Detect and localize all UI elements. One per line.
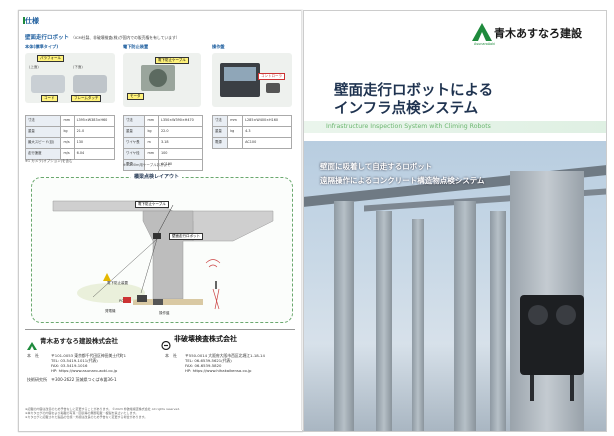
bridge-pillar — [376, 211, 392, 431]
footnotes: ※記載の内容は改善のため予告なしに変更することがあります。 ©2023 非破壊検… — [25, 407, 181, 420]
robot-body-photo: (上面) (下面) パラフォール コード フレームタッチ — [25, 53, 115, 103]
company1-address: 〒101-0053 東京都千代田区神田美土代町1 TEL: 03-5419-10… — [51, 353, 127, 373]
safety-device-photo: 電下防止ケーブル モータ — [123, 53, 201, 107]
robot-heading-text: 壁面走行ロボット — [25, 35, 70, 41]
col3-title: 操作盤 — [212, 44, 225, 49]
brand-sub: AsunaroAoki — [474, 42, 496, 46]
robot-callout: 壁面走行ロボット — [169, 233, 203, 240]
footer-rule — [25, 329, 295, 330]
generator-callout: 発電機 — [105, 309, 116, 313]
motor-label: モータ — [127, 93, 144, 100]
robot-heading: 壁面走行ロボット （ICM社製、非破壊検査(株)が国内での販売権を有しています） — [25, 33, 180, 41]
robot-image — [520, 295, 584, 405]
company1-label: 本 社 — [27, 353, 39, 358]
col2-title: 電下防止装置 — [123, 44, 149, 49]
safety-cable-label: 電下防止ケーブル — [155, 57, 189, 64]
subtitle-en: Infrastructure Inspection System with Cl… — [326, 123, 491, 130]
company1-lab-label: 技術研究所 — [27, 377, 47, 382]
tripod-icon — [212, 281, 220, 310]
cover-page: 青木あすなろ建設 AsunaroAoki 壁面走行ロボットによる インフラ点検シ… — [303, 10, 607, 432]
controller-label: コントローラ — [258, 73, 285, 80]
spec-page: 仕様 壁面走行ロボット （ICM社製、非破壊検査(株)が国内での販売権を有してい… — [18, 10, 303, 432]
robot-top-label: (上面) — [29, 65, 39, 69]
robot-heading-note: （ICM社製、非破壊検査(株)が国内での販売権を有しています） — [70, 35, 180, 40]
parafall-label: パラフォール — [37, 55, 64, 62]
aoki-logo — [27, 335, 37, 350]
control-panel-photo: コントローラ — [212, 53, 292, 107]
company1-name: 青木あすなろ建設株式会社 — [40, 337, 118, 345]
company2-address: 〒550-0014 大阪府大阪市西区北堀江1-18-14 TEL: 06-653… — [185, 353, 265, 373]
control-callout: 操作盤 — [159, 311, 170, 315]
cable-callout: 電下防止ケーブル — [135, 201, 169, 208]
bridge-pillar — [454, 201, 476, 431]
bridge-pillar — [490, 211, 506, 431]
subtitle-band — [304, 121, 606, 133]
page-fold — [301, 10, 303, 430]
robot-bottom-label: (下面) — [73, 65, 83, 69]
section-title: 仕様 — [25, 17, 39, 25]
section-marker — [23, 17, 25, 24]
cord-label: コード — [41, 95, 58, 102]
pc-callout: PC — [119, 299, 124, 303]
col1-note: ※1 カメラ(オプション)を含む — [25, 159, 73, 163]
hihakai-logo — [161, 335, 171, 351]
company2-name: 非破壊検査株式会社 — [174, 335, 237, 343]
brand-name: 青木あすなろ建設 — [494, 27, 582, 40]
frame-touch-label: フレームタッチ — [71, 95, 102, 102]
bridge-photo — [304, 141, 606, 431]
bridge-pillar — [412, 219, 424, 431]
bridge-pillar — [334, 201, 354, 431]
col2-note: ※1 200m用ケーブルおおよそ — [123, 163, 171, 167]
cover-title-line2: インフラ点検システム — [334, 101, 479, 117]
cover-title-line1: 壁面走行ロボットによる — [334, 83, 494, 99]
company2-label: 本 社 — [165, 353, 177, 358]
company1-lab-address: 〒300-2622 茨城県つくば市要36-1 — [51, 377, 117, 382]
brand-logo-icon — [472, 23, 492, 41]
safety-device-callout: 電下防止装置 — [107, 281, 128, 285]
col1-title: 本体(標準タイプ) — [25, 44, 59, 49]
tagline-line2: 遠隔操作によるコンクリート構造物点検システム — [320, 176, 485, 185]
tagline-line1: 壁面に吸着して自走するロボット — [320, 162, 433, 171]
layout-title: 橋梁点検レイアウト — [131, 173, 183, 180]
